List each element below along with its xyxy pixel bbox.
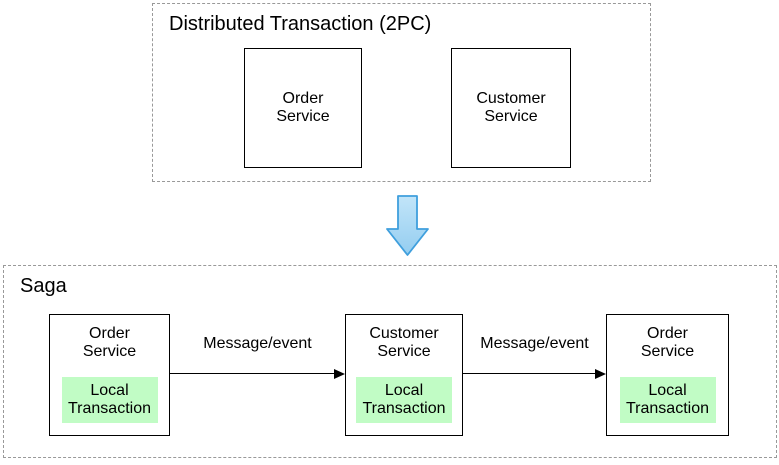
saga-group: Saga Order Service Local Transaction Mes… (3, 265, 777, 458)
service-box-order: Order Service (244, 48, 362, 168)
message-event-label-1: Message/event (203, 335, 312, 352)
down-arrow-icon (386, 195, 429, 256)
local-transaction-box: Local Transaction (61, 377, 158, 423)
arrow-line-1 (170, 373, 335, 374)
service-label: Order Service (276, 90, 330, 125)
two-pc-title: Distributed Transaction (2PC) (169, 13, 432, 35)
service-label: Customer Service (369, 325, 439, 360)
arrow-head-icon-1 (334, 368, 345, 379)
service-label: Customer Service (476, 90, 546, 125)
arrow-head-icon-2 (595, 368, 606, 379)
service-label: Order Service (82, 325, 137, 360)
local-transaction-box: Local Transaction (356, 377, 452, 423)
service-box-customer: Customer Service (451, 48, 571, 168)
arrow-line-2 (463, 373, 596, 374)
local-transaction-box: Local Transaction (619, 377, 716, 423)
saga-title: Saga (20, 275, 67, 297)
two-pc-group: Distributed Transaction (2PC) Order Serv… (152, 3, 651, 182)
saga-service-box-order-1: Order Service Local Transaction (49, 314, 170, 436)
service-label: Order Service (640, 325, 695, 360)
message-event-label-2: Message/event (480, 335, 589, 352)
saga-service-box-customer: Customer Service Local Transaction (345, 314, 463, 436)
saga-service-box-order-2: Order Service Local Transaction (606, 314, 729, 436)
